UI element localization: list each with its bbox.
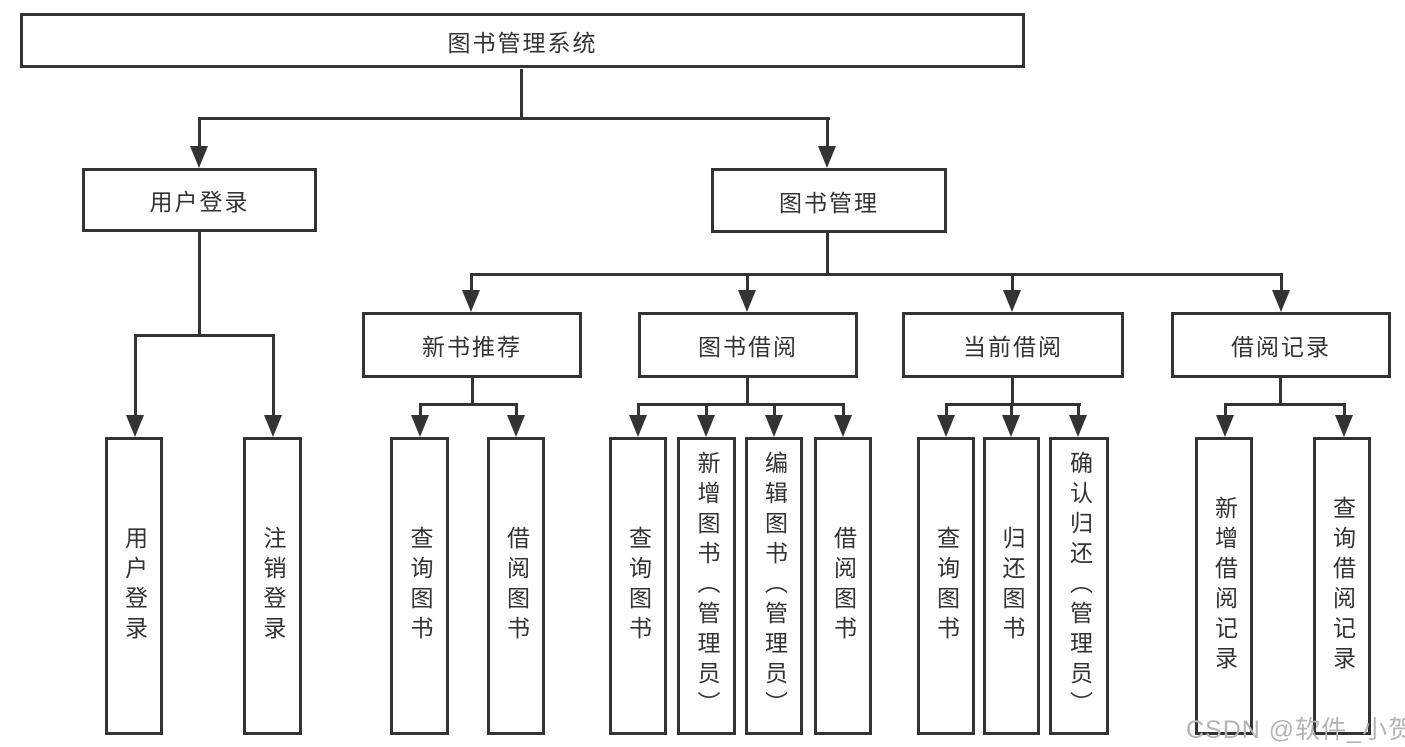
connector-line [826, 117, 829, 148]
connector-line [198, 232, 201, 337]
connector-line [637, 403, 640, 417]
arrowhead-icon [834, 415, 852, 437]
connector-line [1011, 273, 1014, 292]
connector-line [1011, 378, 1014, 406]
leaf-query-books: 查询图书 [609, 437, 667, 735]
connector-line [705, 403, 708, 417]
connector-line [746, 273, 749, 292]
node-book-management-label: 图书管理 [779, 189, 879, 216]
node-book-borrowing: 图书借阅 [638, 312, 858, 378]
arrowhead-icon [1002, 415, 1020, 437]
arrowhead-icon [126, 415, 144, 437]
connector-line [842, 403, 845, 417]
node-borrowing-records-label: 借阅记录 [1231, 334, 1331, 360]
connector-line [746, 378, 749, 406]
leaf-confirm-return-admin: 确认归还（管理员） [1049, 437, 1109, 735]
leaf-query-books-label: 查询图书 [933, 526, 960, 646]
leaf-confirm-return-admin-label: 确认归还（管理员） [1066, 451, 1093, 721]
leaf-query-books: 查询图书 [917, 437, 975, 735]
connector-line [198, 117, 830, 120]
node-borrowing-records: 借阅记录 [1171, 312, 1391, 378]
connector-line [471, 378, 474, 406]
leaf-query-books-label: 查询图书 [625, 526, 652, 646]
node-book-management: 图书管理 [711, 168, 947, 233]
connector-line [945, 403, 948, 417]
arrowhead-icon [264, 415, 282, 437]
connector-line [1343, 403, 1346, 417]
connector-line [1279, 378, 1282, 406]
leaf-query-books: 查询图书 [390, 437, 449, 735]
connector-line [945, 403, 1081, 406]
leaf-add-borrow-record-label: 新增借阅记录 [1211, 496, 1238, 676]
connector-line [1077, 403, 1080, 417]
connector-line [134, 334, 137, 417]
connector-line [198, 117, 201, 148]
connector-line [520, 69, 523, 119]
node-user-login: 用户登录 [82, 168, 317, 232]
node-user-login-label: 用户登录 [149, 189, 250, 215]
leaf-borrow-books-label: 借阅图书 [830, 526, 857, 646]
leaf-edit-books-admin-label: 编辑图书（管理员） [761, 451, 788, 721]
leaf-add-books-admin: 新增图书（管理员） [677, 437, 736, 735]
node-root: 图书管理系统 [20, 13, 1025, 68]
leaf-logout: 注销登录 [243, 437, 302, 735]
node-book-borrowing-label: 图书借阅 [698, 334, 798, 360]
arrowhead-icon [1069, 415, 1087, 437]
connector-line [773, 403, 776, 417]
arrowhead-icon [507, 415, 525, 437]
connector-line [637, 403, 844, 406]
arrowhead-icon [411, 415, 429, 437]
connector-line [419, 403, 518, 406]
connector-line [515, 403, 518, 417]
csdn-watermark: CSDN @软件_小贺同学 [1186, 716, 1405, 744]
leaf-borrow-books-label: 借阅图书 [503, 526, 530, 646]
leaf-borrow-books: 借阅图书 [814, 437, 872, 735]
connector-line [134, 334, 275, 337]
arrowhead-icon [738, 290, 756, 312]
leaf-logout-label: 注销登录 [260, 526, 286, 646]
node-current-borrowing-label: 当前借阅 [963, 334, 1063, 360]
connector-line [1280, 273, 1283, 292]
connector-line [1010, 403, 1013, 417]
leaf-add-books-admin-label: 新增图书（管理员） [694, 451, 720, 721]
connector-line [1224, 403, 1227, 417]
node-root-label: 图书管理系统 [447, 29, 598, 56]
leaf-return-books-label: 归还图书 [999, 526, 1025, 646]
arrowhead-icon [629, 415, 647, 437]
arrowhead-icon [765, 415, 783, 437]
node-new-book-recommendation: 新书推荐 [362, 312, 582, 378]
arrowhead-icon [462, 290, 480, 312]
arrowhead-icon [190, 146, 208, 168]
arrowhead-icon [937, 415, 955, 437]
arrowhead-icon [1003, 290, 1021, 312]
arrowhead-icon [1272, 290, 1290, 312]
node-new-book-recommendation-label: 新书推荐 [422, 334, 522, 360]
leaf-query-borrow-record-label: 查询借阅记录 [1329, 496, 1356, 676]
arrowhead-icon [1335, 415, 1353, 437]
leaf-user-login: 用户登录 [105, 437, 163, 735]
arrowhead-icon [1216, 415, 1234, 437]
arrowhead-icon [697, 415, 715, 437]
connector-line [419, 403, 422, 417]
leaf-user-login-label: 用户登录 [121, 526, 148, 646]
leaf-return-books: 归还图书 [983, 437, 1040, 735]
connector-line [470, 273, 473, 292]
node-current-borrowing: 当前借阅 [902, 312, 1124, 378]
arrowhead-icon [818, 146, 836, 168]
leaf-query-borrow-record: 查询借阅记录 [1313, 437, 1371, 735]
connector-line [1224, 403, 1346, 406]
leaf-edit-books-admin: 编辑图书（管理员） [745, 437, 803, 735]
leaf-borrow-books: 借阅图书 [487, 437, 545, 735]
connector-line [826, 233, 829, 275]
connector-line [470, 273, 1283, 276]
leaf-query-books-label: 查询图书 [407, 526, 433, 646]
leaf-add-borrow-record: 新增借阅记录 [1195, 437, 1253, 735]
connector-line [272, 334, 275, 417]
